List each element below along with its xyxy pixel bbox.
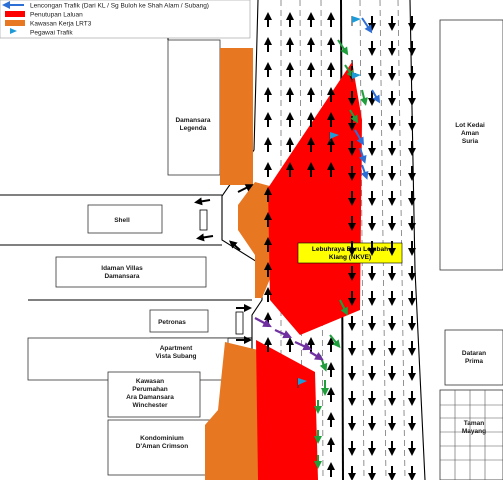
side-road-arrow [196, 233, 214, 242]
purple-diversion-arrow [294, 341, 312, 351]
block-petronas [149, 309, 209, 333]
green-arrow [339, 299, 348, 316]
closure-zones [256, 62, 362, 480]
diversion-arrow [354, 129, 365, 146]
green-arrow [319, 354, 328, 372]
lrt3-zone-south [205, 342, 258, 480]
side-road-arrow [194, 197, 211, 206]
diversion-arrows [354, 17, 381, 180]
side-road-arrow [237, 184, 254, 193]
green-arrow [360, 89, 368, 106]
legend-flag-icon [10, 28, 17, 34]
traffic-officer-flag-icon [352, 72, 361, 79]
green-arrow [344, 64, 355, 79]
block-taman-mayang [439, 389, 503, 481]
legend-label: Lencongan Trafik (Dari KL / Sg Buloh ke … [30, 3, 209, 10]
traffic-arrows [194, 12, 416, 481]
purple-diversion-arrow [254, 317, 272, 328]
island-shell [199, 209, 208, 231]
building-blocks [27, 19, 503, 481]
label-shell: Shell [114, 217, 130, 224]
legend-box [0, 0, 251, 39]
diversion-arrow [358, 147, 367, 164]
green-arrow [337, 39, 349, 56]
label-petronas: Petronas [158, 319, 186, 326]
green-arrow [349, 109, 359, 124]
block-dataran-prima [444, 329, 503, 386]
legend-swatch [5, 20, 25, 26]
traffic-islands [199, 209, 244, 335]
diversion-arrow [371, 89, 381, 104]
closure-zone-south [256, 340, 318, 480]
block-damansara-legenda [167, 39, 221, 176]
lrt3-zone-north [220, 48, 253, 185]
legend-swatch [5, 11, 25, 17]
closure-zone-north [268, 62, 362, 335]
block-shell [87, 204, 163, 234]
green-arrow [329, 334, 341, 349]
diversion-arrow [360, 164, 369, 180]
block-idaman [55, 256, 207, 288]
green-arrows [314, 39, 368, 469]
traffic-officer-flag-icon [298, 378, 307, 385]
legend-label: Kawasan Kerja LRT3 [30, 21, 92, 28]
block-ara-damansara [107, 371, 201, 418]
legend-label: Pegawai Trafik [30, 30, 73, 37]
traffic-officer-flags [297, 16, 361, 388]
block-lot-kedai [439, 19, 503, 271]
diversion-arrow [361, 17, 373, 34]
traffic-officer-flag-icon [330, 132, 339, 139]
taman-mayang-hatch [440, 390, 503, 480]
side-road-arrow [228, 240, 241, 251]
purple-diversion-arrow [274, 329, 292, 339]
map-legend: Lencongan Trafik (Dari KL / Sg Buloh ke … [0, 0, 251, 39]
purple-diversion-arrows [254, 317, 324, 361]
legend-label: Penutupan Laluan [30, 12, 83, 19]
traffic-officer-flag-icon [352, 16, 361, 23]
purple-diversion-arrow [309, 351, 324, 361]
island-petronas [235, 311, 244, 335]
